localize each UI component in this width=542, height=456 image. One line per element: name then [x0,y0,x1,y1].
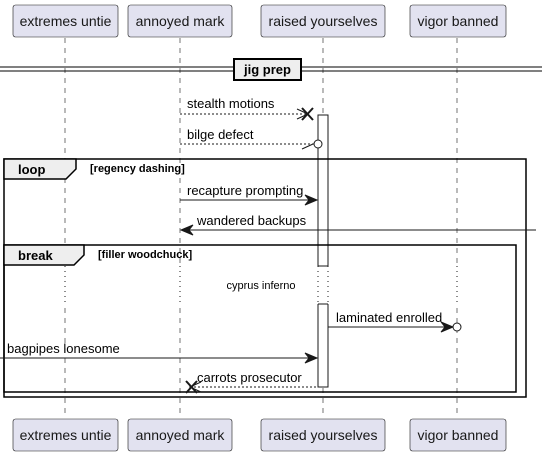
participant-extremes-untie-top: extremes untie [12,4,119,38]
participant-label: annoyed mark [136,13,226,29]
break-keyword: break [18,248,53,263]
message-label: wandered backups [196,213,307,228]
participant-extremes-untie-bottom: extremes untie [12,418,119,452]
filled-arrowhead [304,194,319,206]
message-recapture-prompting: recapture prompting [180,183,319,206]
loop-tab [3,158,77,180]
message-label: laminated enrolled [336,310,442,325]
break-fragment: break [filler woodchuck] [3,244,517,393]
lifelines [64,38,458,418]
participant-label: vigor banned [418,427,499,443]
delay-gap: cyprus inferno [56,265,471,305]
participant-label: raised yourselves [269,13,378,29]
message-label: bilge defect [187,127,254,142]
message-bagpipes-lonesome: bagpipes lonesome [0,341,319,364]
break-condition: [filler woodchuck] [98,249,192,261]
half-arrowhead [301,143,314,150]
participant-label: extremes untie [20,427,112,443]
participant-vigor-banned-top: vigor banned [409,4,507,38]
filled-arrowhead [304,352,319,364]
message-laminated-enrolled: laminated enrolled [328,310,462,333]
participant-vigor-banned-bottom: vigor banned [409,418,507,452]
loop-keyword: loop [18,162,45,177]
participant-label: vigor banned [418,13,499,29]
loop-condition: [regency dashing] [90,163,185,175]
message-bilge-defect: bilge defect [180,127,323,150]
destroy-x-icon [301,107,314,121]
break-tab [3,244,85,266]
message-stealth-motions: stealth motions [180,96,314,121]
circle-end-icon [452,322,462,332]
message-wandered-backups: wandered backups [179,213,536,236]
message-label: recapture prompting [187,183,303,198]
circle-end-icon [313,139,323,149]
loop-fragment: loop [regency dashing] [3,158,527,398]
activation-bar [317,114,329,388]
section-label: jig prep [243,62,291,77]
participant-label: extremes untie [20,13,112,29]
message-label: bagpipes lonesome [7,341,120,356]
participant-label: annoyed mark [136,427,226,443]
filled-arrowhead [179,224,194,236]
open-arrowhead [188,381,202,393]
message-label: carrots prosecutor [197,370,302,385]
delay-label: cyprus inferno [226,280,295,292]
filled-arrowhead [440,321,455,333]
participant-label: raised yourselves [269,427,378,443]
message-carrots-prosecutor: carrots prosecutor [185,370,318,394]
message-label: stealth motions [187,96,275,111]
section-divider: jig prep [0,58,542,81]
participant-raised-yourselves-top: raised yourselves [260,4,386,38]
destroy-x-icon [185,380,198,394]
participant-annoyed-mark-bottom: annoyed mark [127,418,233,452]
participant-annoyed-mark-top: annoyed mark [127,4,233,38]
section-box [233,58,302,81]
participant-raised-yourselves-bottom: raised yourselves [260,418,386,452]
